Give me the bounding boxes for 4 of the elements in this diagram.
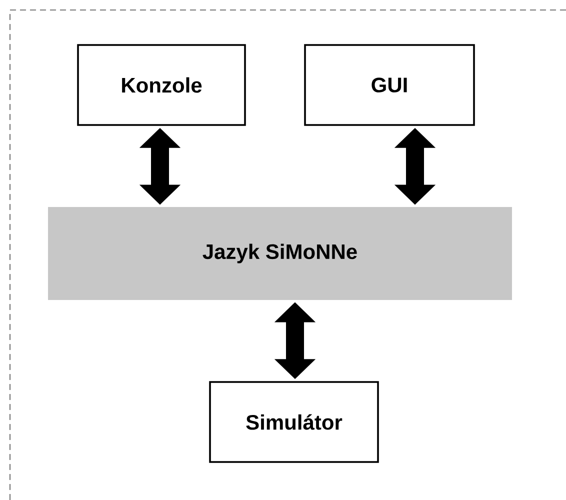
component-box: Simulátor bbox=[209, 381, 379, 463]
component-box: Konzole bbox=[77, 44, 246, 126]
component-box: GUI bbox=[304, 44, 475, 126]
language-band: Jazyk SiMoNNe bbox=[48, 207, 512, 300]
